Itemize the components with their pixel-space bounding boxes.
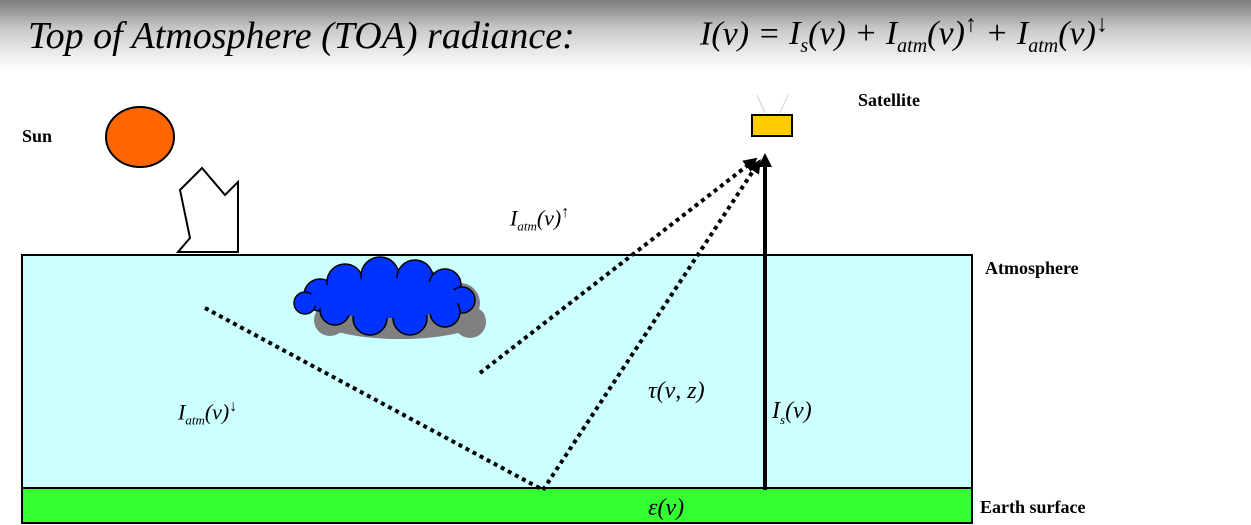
eq-term-surface: Is(ν) +	[789, 15, 878, 58]
eq-lhs: I(ν) =	[700, 15, 781, 53]
earth-surface-label: Earth surface	[980, 497, 1086, 517]
cloud-shape	[293, 256, 476, 336]
sun-shape	[105, 106, 175, 168]
transmittance-label: τ(ν, z)	[648, 378, 705, 404]
atm-downwelling-label: Iatm(ν)↓	[178, 398, 238, 428]
title-bar	[0, 0, 1251, 72]
earth-surface-strip	[21, 487, 973, 524]
satellite-body	[751, 114, 793, 137]
eq-term-atm-up: Iatm(ν)↑ +	[885, 12, 1017, 58]
solar-radiation-arrow	[175, 166, 239, 253]
satellite-rays	[756, 94, 789, 114]
upwelling-dotted-arrow	[478, 157, 758, 375]
reflected-dotted-arrow	[541, 159, 761, 492]
eq-term-atm-down: Iatm(ν)↓	[1016, 12, 1108, 58]
atmosphere-layer	[21, 254, 973, 489]
atmosphere-label: Atmosphere	[985, 258, 1079, 278]
satellite-label: Satellite	[858, 90, 920, 110]
toa-equation: I(ν) = Is(ν) + Iatm(ν)↑ + Iatm(ν)↓	[700, 12, 1108, 58]
atm-upwelling-label: Iatm(ν)↑	[510, 204, 570, 234]
surface-radiance-label: Is(ν)	[772, 398, 812, 427]
slide-title: Top of Atmosphere (TOA) radiance:	[28, 15, 575, 57]
sun-label: Sun	[22, 126, 53, 146]
emissivity-label: ε(ν)	[648, 495, 685, 521]
